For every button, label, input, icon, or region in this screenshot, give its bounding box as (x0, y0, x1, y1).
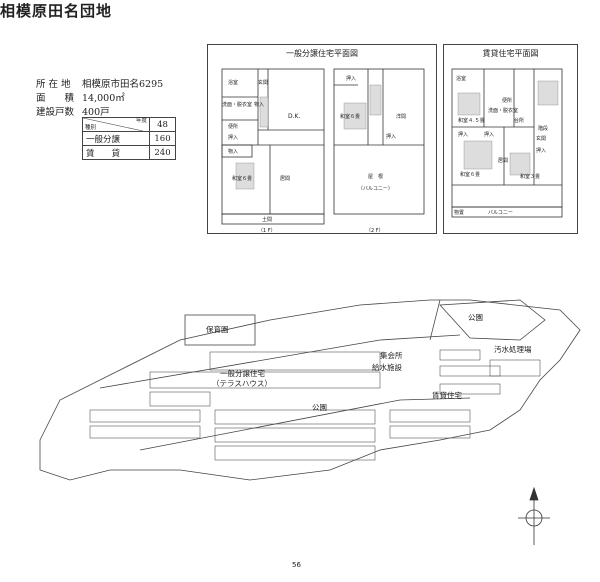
map-terrace-house: （テラスハウス） (212, 379, 272, 388)
rent-japanese-room-3: 和室３畳 (520, 174, 541, 180)
f2-japanese-room: 和室６畳 (340, 114, 361, 120)
f2-caption: （2 F） (366, 228, 384, 234)
map-community-hall: 集会所 (380, 351, 403, 360)
sale-plan-title: 一般分譲住宅平面図 (286, 49, 358, 58)
header-year: 年度 (135, 118, 147, 124)
rent-stairs: 階段 (538, 126, 549, 132)
area-value: 14,000㎡ (82, 93, 125, 104)
sale-plan-panel: 一般分譲住宅平面図 浴室 玄関 洗面・脱衣室 物入 便所 (207, 44, 437, 234)
rent-closet-b: 押入 (484, 132, 495, 138)
f1-earth-floor: 土間 (262, 217, 273, 223)
f1-closet: 押入 (228, 135, 239, 141)
page-number: 56 (292, 561, 301, 569)
area-label: 面 積 (36, 93, 75, 104)
f2-closet-a: 押入 (346, 76, 357, 82)
units-row: 建設戸数 400戸 (36, 104, 110, 118)
table-header-cell: 年度 種別 (82, 117, 150, 132)
rent-plan-title: 賃貸住宅平面図 (482, 49, 539, 58)
header-type: 種別 (85, 125, 97, 131)
rent-japanese-room-4-5: 和室４.５畳 (458, 118, 485, 124)
rent-kitchen: 台所 (514, 118, 525, 124)
rent-plan-drawing (451, 68, 563, 218)
f1-storage-b: 物入 (228, 149, 239, 155)
units-value: 400戸 (82, 107, 110, 118)
area-row: 面 積 14,000㎡ (36, 90, 125, 104)
f1-caption: （1 F） (258, 228, 276, 234)
f1-bath: 浴室 (228, 80, 239, 86)
f1-living: 居間 (280, 176, 291, 182)
location-label: 所 在 地 (36, 79, 71, 90)
f1-japanese-room: 和室６畳 (232, 176, 253, 182)
compass-icon (518, 486, 550, 545)
page-title: 相模原田名団地 (0, 2, 113, 20)
location-value: 相模原市田名6295 (82, 79, 164, 90)
map-rental-housing: 賃貸住宅 (432, 391, 462, 400)
map-park-center: 公園 (312, 403, 327, 412)
map-park-top: 公園 (468, 313, 483, 322)
rent-closet-c: 押入 (536, 148, 547, 154)
f2-western-room: 洋間 (396, 114, 407, 120)
f1-toilet: 便所 (228, 124, 239, 130)
table-row: 年度 種別 48 (82, 117, 176, 132)
f1-washroom: 洗面・脱衣室 (222, 102, 253, 108)
map-sale-housing: 一般分譲住宅 (220, 369, 265, 378)
rent-bath: 浴室 (456, 76, 467, 82)
f2-roof: 屋 根 (368, 174, 384, 180)
map-daycare: 保育園 (206, 325, 229, 334)
diagonal-line-icon (83, 118, 143, 131)
f1-entrance: 玄関 (258, 80, 269, 86)
f2-closet-b: 押入 (386, 134, 397, 140)
rent-entrance: 玄関 (536, 136, 547, 142)
f1-storage-a: 物入 (254, 102, 265, 108)
units-table: 年度 種別 48 一般分譲 160 賃 貸 240 (82, 117, 176, 160)
table-row: 賃 貸 240 (82, 145, 176, 160)
rent-plan-panel: 賃貸住宅平面図 浴室 和室４.５畳 便所 洗面・脱衣室 台所 階段 押入 押入 … (443, 44, 578, 234)
rent-storage: 物置 (454, 210, 465, 216)
rent-toilet: 便所 (502, 98, 513, 104)
map-sewage: 汚水処理場 (494, 345, 532, 354)
row-value: 240 (149, 145, 176, 160)
units-label: 建設戸数 (36, 107, 75, 118)
f1-dk: D.K. (288, 113, 301, 120)
rent-living: 居間 (498, 158, 509, 164)
location-row: 所 在 地相模原市田名6295 (36, 76, 163, 90)
f2-balcony: （バルコニー） (358, 186, 393, 192)
rent-closet-a: 押入 (458, 132, 469, 138)
rent-japanese-room-6: 和室６畳 (460, 172, 481, 178)
sale-plan-drawing (221, 68, 425, 225)
rent-balcony: バルコニー (488, 210, 513, 216)
map-water-supply: 給水施設 (372, 363, 402, 372)
rent-washroom: 洗面・脱衣室 (488, 108, 519, 114)
